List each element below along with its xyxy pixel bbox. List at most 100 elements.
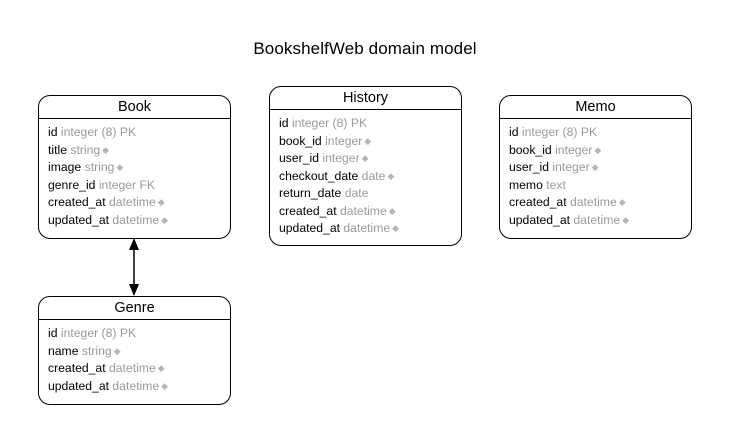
attribute-type: datetime — [108, 361, 156, 375]
attribute-name: user_id — [509, 160, 549, 174]
attribute-name: id — [48, 326, 58, 340]
required-marker-icon: ◆ — [161, 214, 169, 225]
required-marker-icon: ◆ — [618, 197, 626, 207]
attribute-type: datetime — [339, 203, 387, 218]
attribute-type: datetime — [112, 378, 160, 393]
attribute-type: datetime — [112, 212, 160, 227]
attribute-name: created_at — [279, 203, 337, 218]
entity-name: Memo — [500, 96, 691, 119]
required-marker-icon: ◆ — [361, 153, 369, 163]
required-marker-icon: ◆ — [594, 144, 602, 155]
attribute-row: return_date date — [279, 185, 461, 203]
attribute-row: book_id integer◆ — [509, 142, 691, 160]
attribute-row: genre_id integer FK — [48, 177, 230, 195]
attribute-row: updated_at datetime◆ — [48, 212, 230, 230]
attribute-row: book_id integer◆ — [279, 133, 461, 151]
entity-name: History — [270, 87, 461, 110]
entity-name: Book — [39, 96, 230, 119]
attribute-row: created_at datetime◆ — [279, 203, 461, 221]
attribute-name: book_id — [509, 142, 552, 157]
attribute-row: updated_at datetime◆ — [509, 212, 691, 230]
attribute-row: image string◆ — [48, 159, 230, 177]
attribute-name: id — [509, 125, 519, 139]
attribute-name: title — [48, 142, 67, 157]
attribute-name: genre_id — [48, 177, 96, 192]
attribute-type: date — [361, 168, 386, 183]
required-marker-icon: ◆ — [392, 223, 400, 233]
attribute-type: text — [546, 177, 566, 192]
required-marker-icon: ◆ — [622, 214, 630, 225]
attribute-name: updated_at — [48, 378, 109, 393]
arrowhead-up-icon — [129, 238, 139, 250]
attribute-type: integer — [322, 151, 360, 165]
attribute-name: checkout_date — [279, 168, 359, 183]
attribute-row: id integer (8) PK — [279, 115, 461, 133]
attribute-name: user_id — [279, 151, 319, 165]
attribute-name: memo — [509, 177, 543, 192]
attribute-row: memo text — [509, 177, 691, 195]
attribute-row: id integer (8) PK — [48, 124, 230, 142]
required-marker-icon: ◆ — [161, 380, 169, 391]
required-marker-icon: ◆ — [388, 205, 396, 216]
required-marker-icon: ◆ — [113, 345, 121, 356]
required-marker-icon: ◆ — [591, 162, 599, 172]
attribute-type: integer (8) PK — [60, 125, 137, 139]
attribute-row: created_at datetime◆ — [509, 194, 691, 212]
arrowhead-down-icon — [129, 284, 139, 296]
diagram-title: BookshelfWeb domain model — [253, 39, 477, 58]
attribute-row: title string◆ — [48, 142, 230, 160]
attribute-type: integer (8) PK — [291, 116, 368, 130]
entity-name: Genre — [39, 297, 230, 320]
attribute-row: user_id integer◆ — [509, 159, 691, 177]
attribute-type: datetime — [573, 212, 621, 227]
attribute-name: created_at — [48, 195, 106, 209]
attribute-type: integer (8) PK — [521, 125, 598, 139]
attribute-type: integer (8) PK — [60, 326, 137, 340]
attribute-name: return_date — [279, 186, 342, 200]
attribute-row: name string◆ — [48, 343, 230, 361]
attribute-row: created_at datetime◆ — [48, 194, 230, 212]
attribute-name: id — [279, 116, 289, 130]
attribute-row: user_id integer◆ — [279, 150, 461, 168]
required-marker-icon: ◆ — [102, 144, 110, 155]
attribute-type: date — [344, 186, 369, 200]
attribute-name: book_id — [279, 133, 322, 148]
required-marker-icon: ◆ — [116, 162, 124, 172]
required-marker-icon: ◆ — [157, 363, 165, 373]
attribute-row: checkout_date date◆ — [279, 168, 461, 186]
attribute-type: datetime — [343, 221, 391, 235]
attribute-row: updated_at datetime◆ — [48, 378, 230, 396]
attribute-type: datetime — [108, 195, 156, 209]
attribute-name: created_at — [48, 361, 106, 375]
attribute-name: updated_at — [279, 221, 340, 235]
attribute-type: integer — [555, 142, 593, 157]
attribute-type: string — [81, 343, 112, 358]
attribute-name: updated_at — [509, 212, 570, 227]
attribute-name: name — [48, 343, 79, 358]
attribute-name: updated_at — [48, 212, 109, 227]
attribute-name: image — [48, 160, 82, 174]
attribute-type: integer — [552, 160, 590, 174]
attribute-name: id — [48, 125, 58, 139]
required-marker-icon: ◆ — [364, 135, 372, 146]
required-marker-icon: ◆ — [157, 197, 165, 207]
attribute-row: id integer (8) PK — [48, 325, 230, 343]
attribute-type: string — [84, 160, 115, 174]
attribute-row: id integer (8) PK — [509, 124, 691, 142]
attribute-name: created_at — [509, 195, 567, 209]
attribute-type: datetime — [569, 195, 617, 209]
attribute-type: integer — [325, 133, 363, 148]
attribute-type: integer FK — [98, 177, 156, 192]
required-marker-icon: ◆ — [387, 170, 395, 181]
attribute-row: updated_at datetime◆ — [279, 220, 461, 238]
attribute-type: string — [70, 142, 101, 157]
